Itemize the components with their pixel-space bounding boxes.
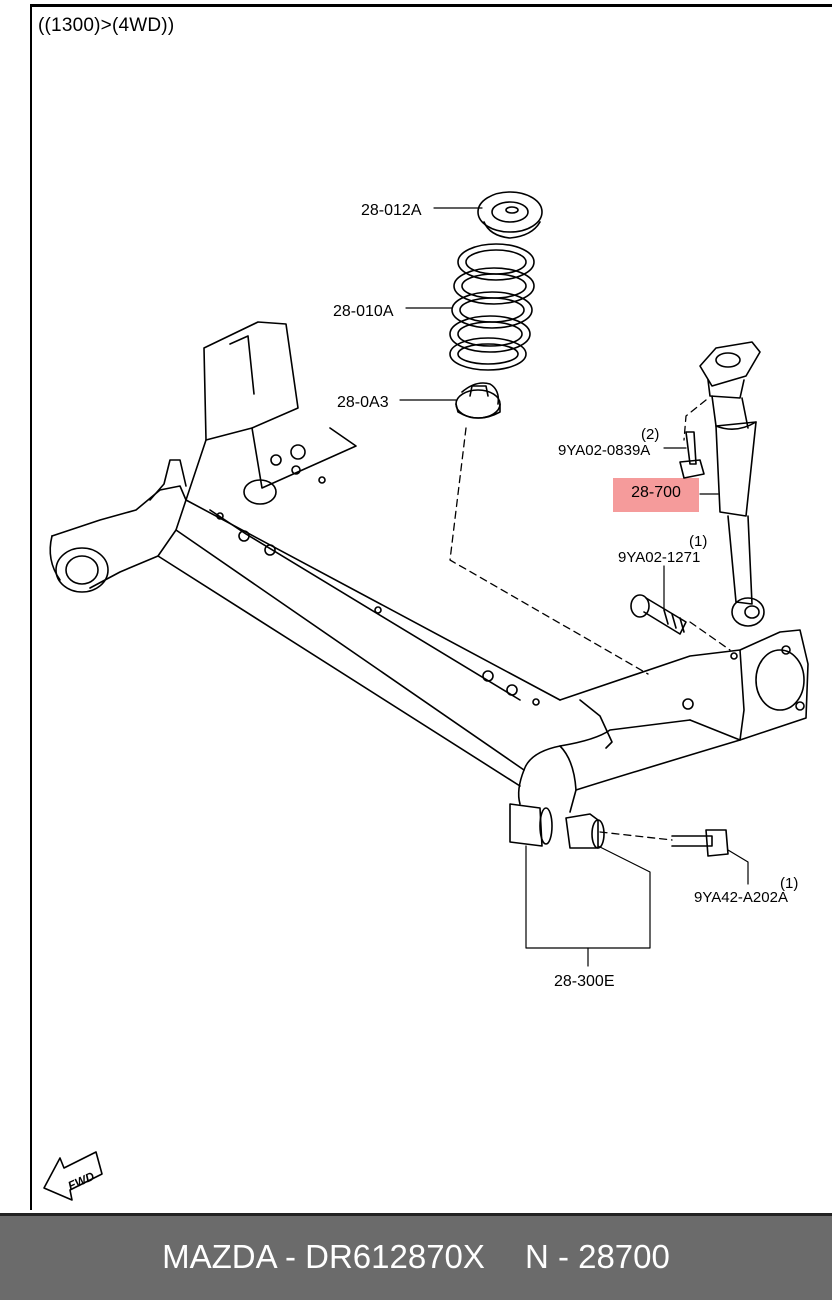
callout-bolt-lower-qty: (1) [689, 533, 707, 550]
callout-coil-spring[interactable]: 28-010A [333, 303, 394, 320]
variant-label: ((1300)>(4WD)) [38, 15, 175, 36]
callout-upper-spring-seat[interactable]: 28-012A [361, 202, 422, 219]
highlight-box[interactable] [613, 478, 699, 512]
lower-spring-seat [455, 382, 501, 419]
frame-top-border [30, 4, 832, 7]
bushing-parts [509, 803, 605, 849]
callout-bolt-lower[interactable]: 9YA02-1271 [618, 549, 700, 566]
footer-ref: N - 28700 [524, 1238, 670, 1275]
upper-spring-seat [477, 191, 543, 239]
callout-bushing-bolt[interactable]: 9YA42-A202A [694, 889, 788, 906]
footer-bar: MAZDA - DR612870X N - 28700 [0, 1213, 832, 1300]
bolt-bushing [671, 829, 729, 857]
callout-bolt-upper-qty: (2) [641, 426, 659, 443]
bolt-lower [630, 594, 687, 635]
fwd-arrow-icon: FWD [43, 1151, 103, 1201]
coil-spring [449, 243, 535, 371]
footer-text: MAZDA - DR612870X N - 28700 [0, 1238, 832, 1276]
callout-shock-absorber[interactable]: 28-700 [631, 484, 681, 501]
shock-absorber [699, 341, 765, 627]
callout-bushing[interactable]: 28-300E [554, 973, 615, 990]
frame-left-border [30, 4, 32, 1210]
footer-brand-part: MAZDA - DR612870X [162, 1238, 485, 1275]
callout-bushing-bolt-qty: (1) [780, 875, 798, 892]
rear-axle-beam [49, 321, 809, 813]
exploded-parts-diagram: 28-012A 28-010A 28-0A3 (2) 9YA02-0839A (… [43, 191, 809, 1201]
callout-bolt-upper[interactable]: 9YA02-0839A [558, 442, 650, 459]
callout-lower-spring-seat[interactable]: 28-0A3 [337, 394, 389, 411]
bolt-upper [679, 431, 705, 479]
